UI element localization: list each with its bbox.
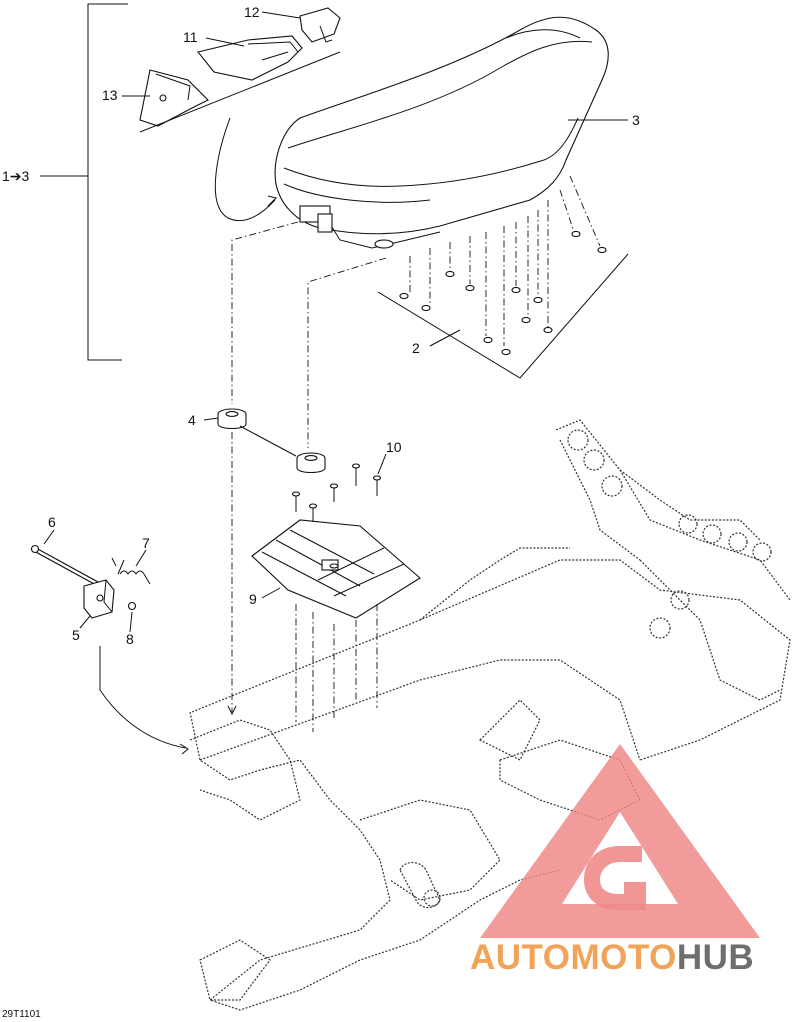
callout-range: 1➔3 xyxy=(2,168,30,184)
latch-bolt xyxy=(30,544,99,586)
fastener-nut xyxy=(483,336,493,344)
fastener-nut xyxy=(543,326,553,334)
fastener-nut xyxy=(597,246,607,254)
seat-assembly xyxy=(274,16,609,249)
callout-9: 9 xyxy=(249,591,257,607)
callout-4: 4 xyxy=(188,412,196,428)
seat-support-plate xyxy=(251,519,421,619)
fastener-nut xyxy=(511,286,521,294)
cover-part-11 xyxy=(197,35,303,81)
callout-labels: 1➔3 2 3 4 5 6 7 8 9 10 11 12 13 29T1101 xyxy=(2,4,640,1020)
callout-7: 7 xyxy=(142,535,150,551)
spacer-part xyxy=(217,408,247,430)
latch-spring xyxy=(111,557,151,585)
fastener-group xyxy=(377,230,629,379)
fastener-nut xyxy=(465,284,475,292)
fastener-nut xyxy=(571,230,581,238)
fastener-nut xyxy=(533,296,543,304)
callout-3: 3 xyxy=(632,112,640,128)
fastener-nut xyxy=(399,292,409,300)
callout-11: 11 xyxy=(183,29,198,45)
fastener-nut xyxy=(421,304,431,312)
automotohub-watermark: AUTOMOTOHUB xyxy=(470,742,796,982)
callout-10: 10 xyxy=(386,439,402,455)
cover-part-12 xyxy=(299,7,341,43)
callout-8: 8 xyxy=(126,631,134,647)
watermark-triangle-icon xyxy=(480,744,760,938)
callout-2: 2 xyxy=(412,340,420,356)
watermark-text: AUTOMOTOHUB xyxy=(470,938,796,978)
fastener-nut xyxy=(445,270,455,278)
seat-cover-part xyxy=(139,69,209,127)
leader-lines xyxy=(43,11,628,633)
assembly-guides xyxy=(99,175,601,755)
vehicle-frame xyxy=(189,419,791,1011)
diagram-code: 29T1101 xyxy=(2,1009,41,1020)
callout-13: 13 xyxy=(102,87,118,103)
bolt-set xyxy=(291,463,382,522)
latch-bracket xyxy=(83,579,115,619)
callout-5: 5 xyxy=(72,627,80,643)
fastener-nut xyxy=(501,348,511,356)
watermark-text-part1: AUTOMOTO xyxy=(470,938,677,977)
spacer-part-2 xyxy=(296,452,326,474)
range-bracket xyxy=(40,3,128,361)
fastener-nut xyxy=(521,316,531,324)
callout-12: 12 xyxy=(244,4,260,20)
nut-part xyxy=(127,601,137,611)
watermark-text-part2: HUB xyxy=(676,938,755,977)
callout-6: 6 xyxy=(48,514,56,530)
